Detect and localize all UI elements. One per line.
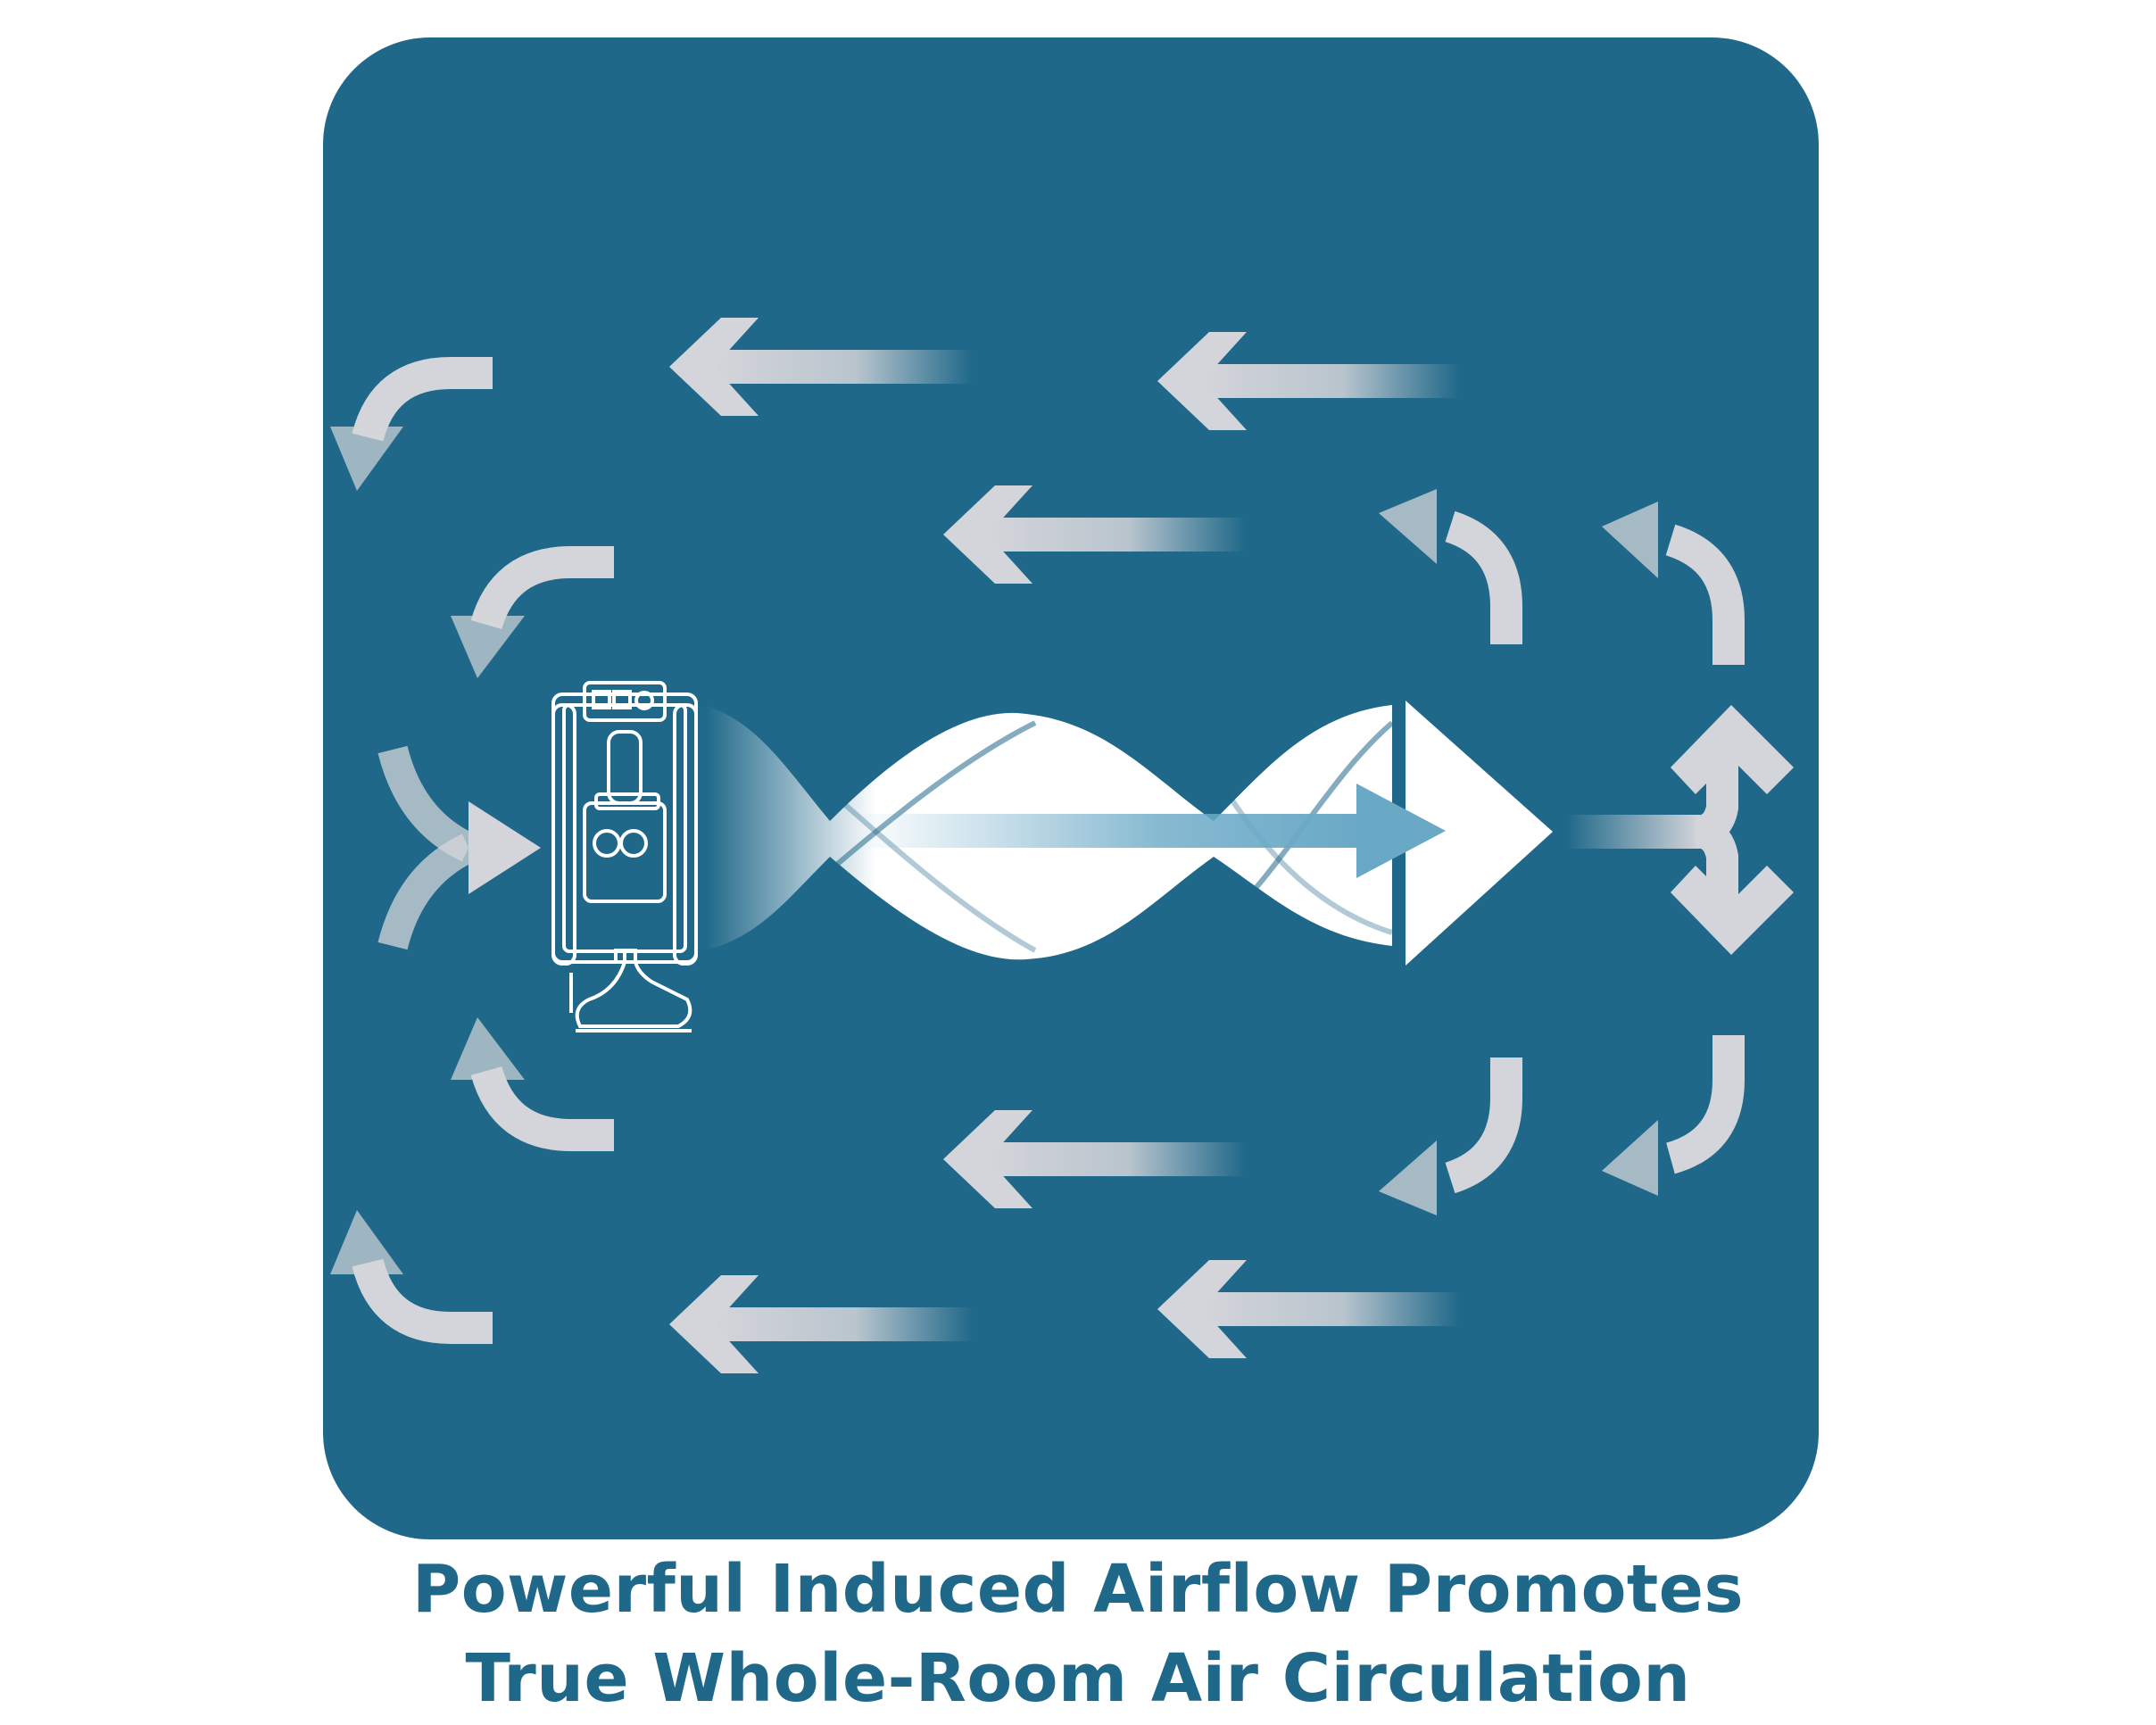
- caption-line-2: True Whole-Room Air Circulation: [465, 1640, 1691, 1717]
- split-arrow-icon: [1566, 705, 1794, 955]
- curved-arrow-right-upper-inner: [1379, 489, 1522, 644]
- curved-arrow-right-lower-outer: [1602, 1035, 1745, 1196]
- return-arrow-bottom-1: [669, 1275, 973, 1373]
- curved-arrow-left-upper: [451, 546, 614, 678]
- return-arrow-top-2: [1157, 332, 1459, 430]
- return-arrow-bottom-2: [1157, 1260, 1459, 1358]
- return-arrow-mid-top: [943, 485, 1245, 584]
- return-arrow-mid-bottom: [943, 1110, 1245, 1208]
- return-arrow-top-1: [669, 318, 973, 416]
- curved-arrow-left-lower: [451, 1017, 614, 1151]
- caption-line-1: Powerful Induced Airflow Promotes: [411, 1551, 1745, 1628]
- intake-arrows: [377, 745, 541, 950]
- curved-arrow-right-upper-outer: [1602, 502, 1745, 665]
- curved-arrow-left-top: [330, 357, 493, 491]
- curved-arrow-right-lower-inner: [1379, 1057, 1522, 1215]
- twisted-airstream-icon: [705, 701, 1553, 966]
- fan-icon: [551, 681, 698, 1033]
- curved-arrow-left-bottom: [330, 1210, 493, 1344]
